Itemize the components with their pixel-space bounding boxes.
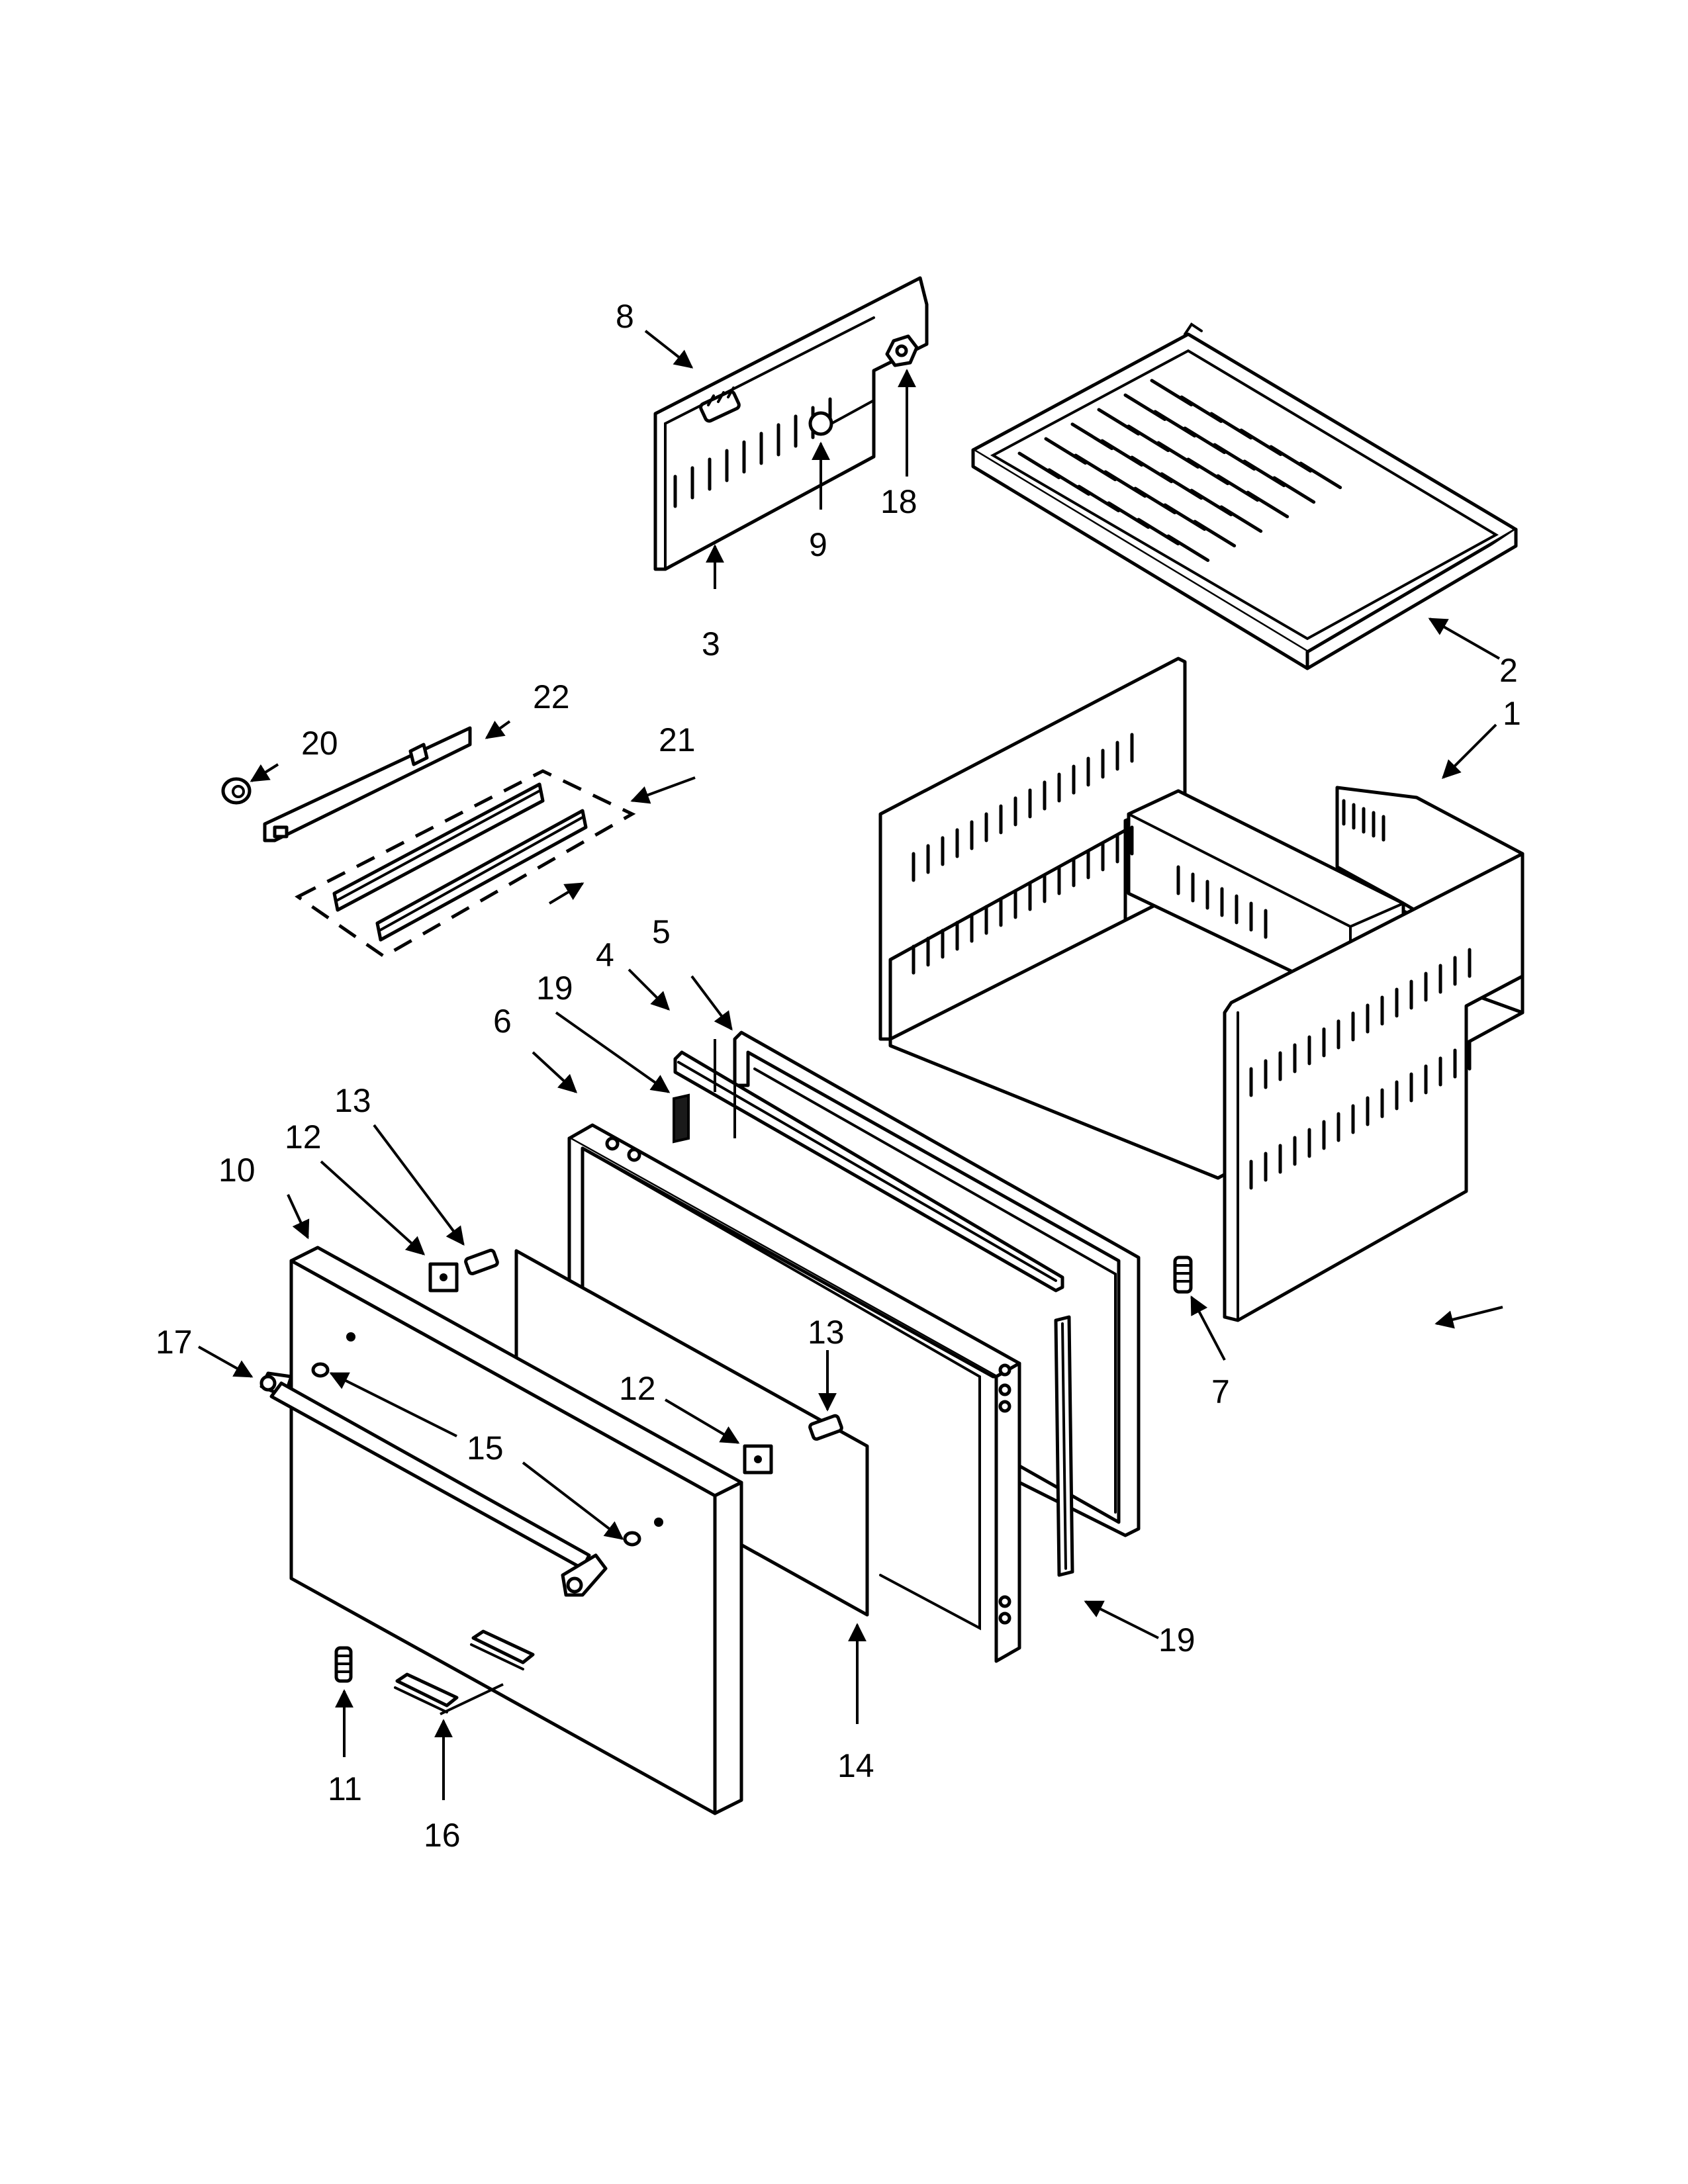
bracket-plate-part-3 bbox=[653, 276, 929, 571]
screw-part-13-upper bbox=[464, 1248, 499, 1275]
screw-part-7 bbox=[1173, 1255, 1193, 1294]
inner-door-frame-part-6 bbox=[567, 1123, 1021, 1663]
callout-18: 18 bbox=[880, 483, 917, 520]
screw-part-13-lower bbox=[808, 1414, 843, 1441]
callout-22: 22 bbox=[533, 678, 570, 715]
tray-part-2 bbox=[971, 322, 1518, 670]
slot-mark bbox=[1272, 476, 1316, 504]
callout-12-upper: 12 bbox=[285, 1118, 322, 1156]
stud-part-15-left bbox=[311, 1362, 330, 1378]
callout-3: 3 bbox=[702, 625, 720, 662]
rail-part-22 bbox=[263, 726, 472, 842]
slot-mark bbox=[1299, 461, 1342, 490]
callout-17: 17 bbox=[156, 1324, 193, 1361]
callout-12-lower: 12 bbox=[619, 1370, 656, 1407]
callout-1: 1 bbox=[1503, 695, 1521, 732]
callout-16: 16 bbox=[424, 1817, 461, 1854]
callout-20: 20 bbox=[301, 725, 338, 762]
callout-7: 7 bbox=[1211, 1373, 1230, 1410]
callout-2: 2 bbox=[1499, 652, 1518, 689]
clip-part-12-lower bbox=[743, 1444, 773, 1475]
rail-kit-part-21 bbox=[295, 769, 636, 958]
badge-part-16-b bbox=[394, 1672, 459, 1713]
callout-10: 10 bbox=[218, 1152, 256, 1189]
leader-lines bbox=[198, 330, 1503, 1800]
callout-11: 11 bbox=[328, 1770, 362, 1807]
callout-19-top: 19 bbox=[536, 970, 573, 1007]
handle-part-17 bbox=[259, 1371, 608, 1597]
door-front-part-10 bbox=[289, 1246, 743, 1815]
slot-mark bbox=[1219, 505, 1263, 533]
callout-14: 14 bbox=[837, 1747, 874, 1784]
callout-21: 21 bbox=[659, 721, 696, 758]
clip-part-18 bbox=[885, 334, 919, 367]
badge-part-16-a bbox=[470, 1629, 535, 1670]
callout-15: 15 bbox=[467, 1430, 504, 1467]
callout-9: 9 bbox=[809, 526, 827, 563]
callout-labels: 1 2 3 8 9 18 7 20 22 21 5 4 19 6 13 12 1… bbox=[156, 298, 1521, 1854]
callout-6: 6 bbox=[493, 1003, 512, 1040]
slot-mark bbox=[1246, 490, 1289, 519]
callout-13-lower: 13 bbox=[808, 1314, 845, 1351]
callout-4: 4 bbox=[596, 936, 614, 974]
nut-part-9 bbox=[808, 399, 875, 436]
strip-part-19-top bbox=[673, 1093, 690, 1144]
gasket-strip-part-4 bbox=[673, 1050, 1064, 1293]
callout-8: 8 bbox=[616, 298, 634, 335]
slot-mark bbox=[1193, 520, 1237, 548]
screw-part-11 bbox=[334, 1646, 353, 1683]
callout-19-bottom: 19 bbox=[1158, 1621, 1196, 1659]
stud-part-15-right bbox=[623, 1531, 641, 1547]
clip-part-12-upper bbox=[428, 1262, 459, 1293]
slot-mark bbox=[1166, 534, 1210, 563]
drawer-box-part-1 bbox=[878, 657, 1524, 1322]
callout-13-upper: 13 bbox=[334, 1082, 371, 1119]
screw-part-8 bbox=[699, 387, 741, 423]
callout-5: 5 bbox=[652, 913, 671, 950]
cap-part-20 bbox=[221, 777, 252, 805]
strip-part-19-bottom bbox=[1054, 1315, 1074, 1577]
